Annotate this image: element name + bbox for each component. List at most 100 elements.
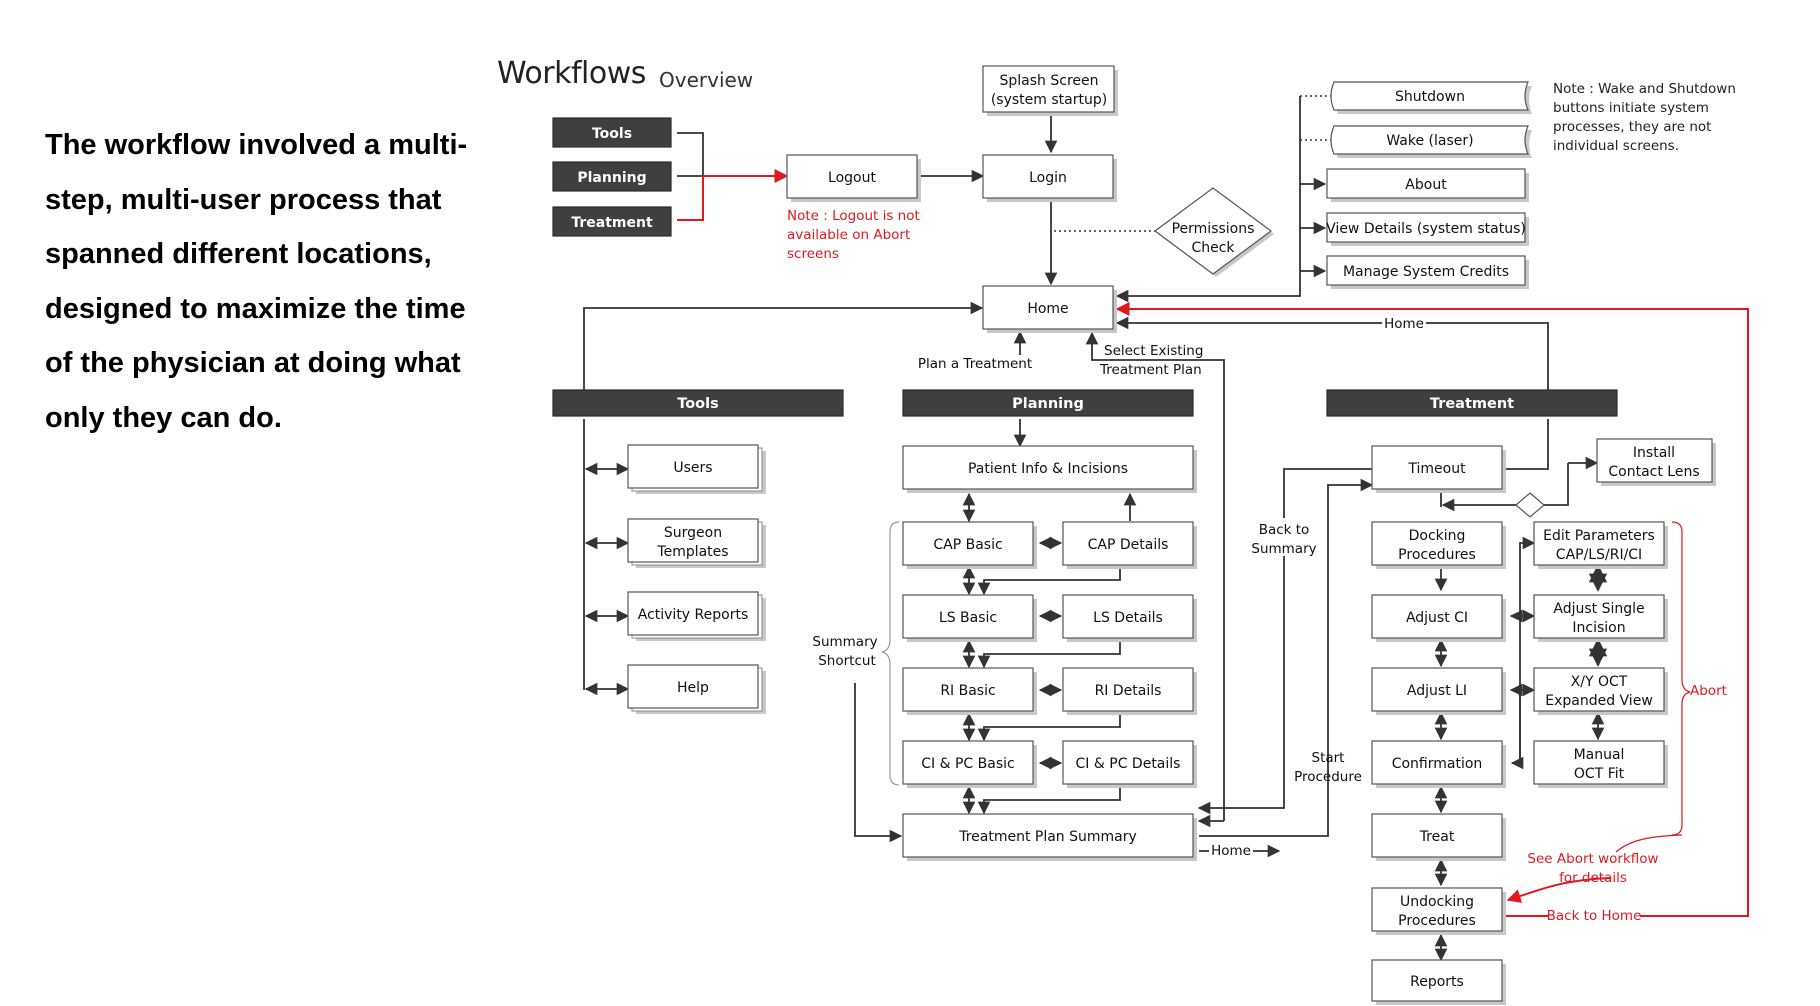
ri-basic-box[interactable]: RI Basic: [902, 667, 1037, 715]
svg-text:buttons initiate system: buttons initiate system: [1553, 100, 1709, 116]
see-abort-label-line1: See Abort workflow: [1527, 851, 1658, 867]
svg-text:CAP Basic: CAP Basic: [933, 537, 1002, 553]
view-details-box[interactable]: View Details (system status): [1326, 212, 1529, 246]
svg-text:Logout: Logout: [828, 170, 876, 186]
svg-text:Wake (laser): Wake (laser): [1386, 133, 1473, 149]
reports-box[interactable]: Reports: [1371, 959, 1506, 1005]
svg-text:Note : Logout is not: Note : Logout is not: [787, 208, 920, 224]
svg-text:CAP Details: CAP Details: [1088, 537, 1169, 553]
svg-text:About: About: [1405, 177, 1447, 193]
wake-laser-box[interactable]: Wake (laser): [1330, 125, 1532, 158]
start-procedure-label-line1: Start: [1312, 750, 1345, 766]
svg-text:Surgeon: Surgeon: [664, 525, 722, 541]
adjust-li-box[interactable]: Adjust LI: [1371, 667, 1506, 715]
svg-text:OCT Fit: OCT Fit: [1574, 766, 1625, 782]
svg-text:Treat: Treat: [1419, 829, 1455, 845]
users-box[interactable]: Users: [627, 444, 766, 494]
svg-text:Manage System Credits: Manage System Credits: [1343, 264, 1509, 280]
treatment-home-label: Home: [1384, 316, 1424, 332]
svg-text:Tools: Tools: [592, 126, 632, 142]
ls-basic-box[interactable]: LS Basic: [902, 594, 1037, 642]
svg-text:screens: screens: [787, 246, 839, 262]
ri-details-box[interactable]: RI Details: [1062, 667, 1197, 715]
svg-text:Procedures: Procedures: [1398, 547, 1476, 563]
svg-text:individual screens.: individual screens.: [1553, 138, 1679, 154]
planning-header: Planning: [902, 389, 1194, 417]
svg-text:X/Y OCT: X/Y OCT: [1571, 674, 1628, 690]
svg-text:Treatment: Treatment: [571, 215, 653, 231]
ci-pc-details-box[interactable]: CI & PC Details: [1062, 740, 1197, 788]
ls-details-box[interactable]: LS Details: [1062, 594, 1197, 642]
ci-pc-basic-box[interactable]: CI & PC Basic: [902, 740, 1037, 788]
tools-button[interactable]: Tools: [552, 117, 672, 148]
help-box[interactable]: Help: [627, 664, 766, 714]
svg-text:Templates: Templates: [656, 544, 728, 560]
adjust-ci-box[interactable]: Adjust CI: [1371, 594, 1506, 642]
svg-text:Permissions: Permissions: [1172, 221, 1255, 237]
svg-text:Tools: Tools: [677, 396, 719, 412]
start-procedure-label-line2: Procedure: [1294, 769, 1362, 785]
connectors: [583, 95, 1749, 962]
svg-text:Planning: Planning: [577, 170, 646, 186]
treatment-button[interactable]: Treatment: [552, 206, 672, 237]
svg-text:Check: Check: [1191, 240, 1235, 256]
cap-details-box[interactable]: CAP Details: [1062, 521, 1197, 569]
svg-text:CI & PC Basic: CI & PC Basic: [921, 756, 1014, 772]
svg-text:RI Details: RI Details: [1095, 683, 1162, 699]
wake-shutdown-note: Note : Wake and Shutdown buttons initiat…: [1553, 81, 1736, 154]
planning-button[interactable]: Planning: [552, 161, 672, 192]
home-box[interactable]: Home: [982, 285, 1117, 333]
cap-basic-box[interactable]: CAP Basic: [902, 521, 1037, 569]
logout-box[interactable]: Logout: [786, 154, 921, 202]
svg-text:Shutdown: Shutdown: [1395, 89, 1465, 105]
plan-treatment-label: Plan a Treatment: [918, 356, 1032, 372]
back-to-home-label: Back to Home: [1547, 908, 1642, 924]
svg-text:Activity Reports: Activity Reports: [638, 607, 749, 623]
svg-text:Help: Help: [677, 680, 709, 696]
activity-reports-box[interactable]: Activity Reports: [627, 591, 766, 641]
treatment-plan-summary-box[interactable]: Treatment Plan Summary: [902, 813, 1197, 861]
timeout-box[interactable]: Timeout: [1371, 445, 1506, 493]
see-abort-label-line2: for details: [1559, 870, 1627, 886]
svg-text:Note : Wake and Shutdown: Note : Wake and Shutdown: [1553, 81, 1736, 97]
svg-text:View Details (system status): View Details (system status): [1326, 221, 1526, 237]
splash-screen-box: Splash Screen (system startup): [982, 65, 1118, 116]
about-box[interactable]: About: [1326, 168, 1529, 202]
shutdown-box[interactable]: Shutdown: [1330, 81, 1532, 114]
select-existing-label-line2: Treatment Plan: [1099, 362, 1202, 378]
svg-text:LS Basic: LS Basic: [939, 610, 997, 626]
svg-text:Splash Screen: Splash Screen: [1000, 73, 1099, 89]
svg-text:Home: Home: [1027, 301, 1068, 317]
intro-text: The workflow involved a multi-step, mult…: [45, 129, 468, 434]
svg-text:(system startup): (system startup): [991, 92, 1107, 108]
svg-text:Reports: Reports: [1410, 974, 1464, 990]
svg-text:Undocking: Undocking: [1400, 894, 1474, 910]
login-box[interactable]: Login: [982, 154, 1117, 202]
back-to-summary-label-line2: Summary: [1251, 541, 1316, 557]
summary-home-label: Home: [1211, 843, 1251, 859]
svg-text:Adjust CI: Adjust CI: [1406, 610, 1468, 626]
treatment-header: Treatment: [1326, 389, 1618, 417]
diagram-title: Workflows: [497, 56, 646, 91]
svg-text:Login: Login: [1029, 170, 1067, 186]
svg-text:Docking: Docking: [1409, 528, 1466, 544]
confirmation-box[interactable]: Confirmation: [1371, 740, 1506, 788]
manage-credits-box[interactable]: Manage System Credits: [1326, 255, 1529, 289]
svg-text:Planning: Planning: [1012, 396, 1084, 412]
svg-text:CAP/LS/RI/CI: CAP/LS/RI/CI: [1556, 547, 1642, 563]
svg-text:Confirmation: Confirmation: [1392, 756, 1483, 772]
svg-text:CI & PC Details: CI & PC Details: [1076, 756, 1181, 772]
patient-info-box[interactable]: Patient Info & Incisions: [902, 445, 1197, 493]
summary-shortcut-label-line1: Summary: [812, 634, 877, 650]
treat-box[interactable]: Treat: [1371, 813, 1506, 861]
svg-text:Treatment: Treatment: [1430, 396, 1514, 412]
